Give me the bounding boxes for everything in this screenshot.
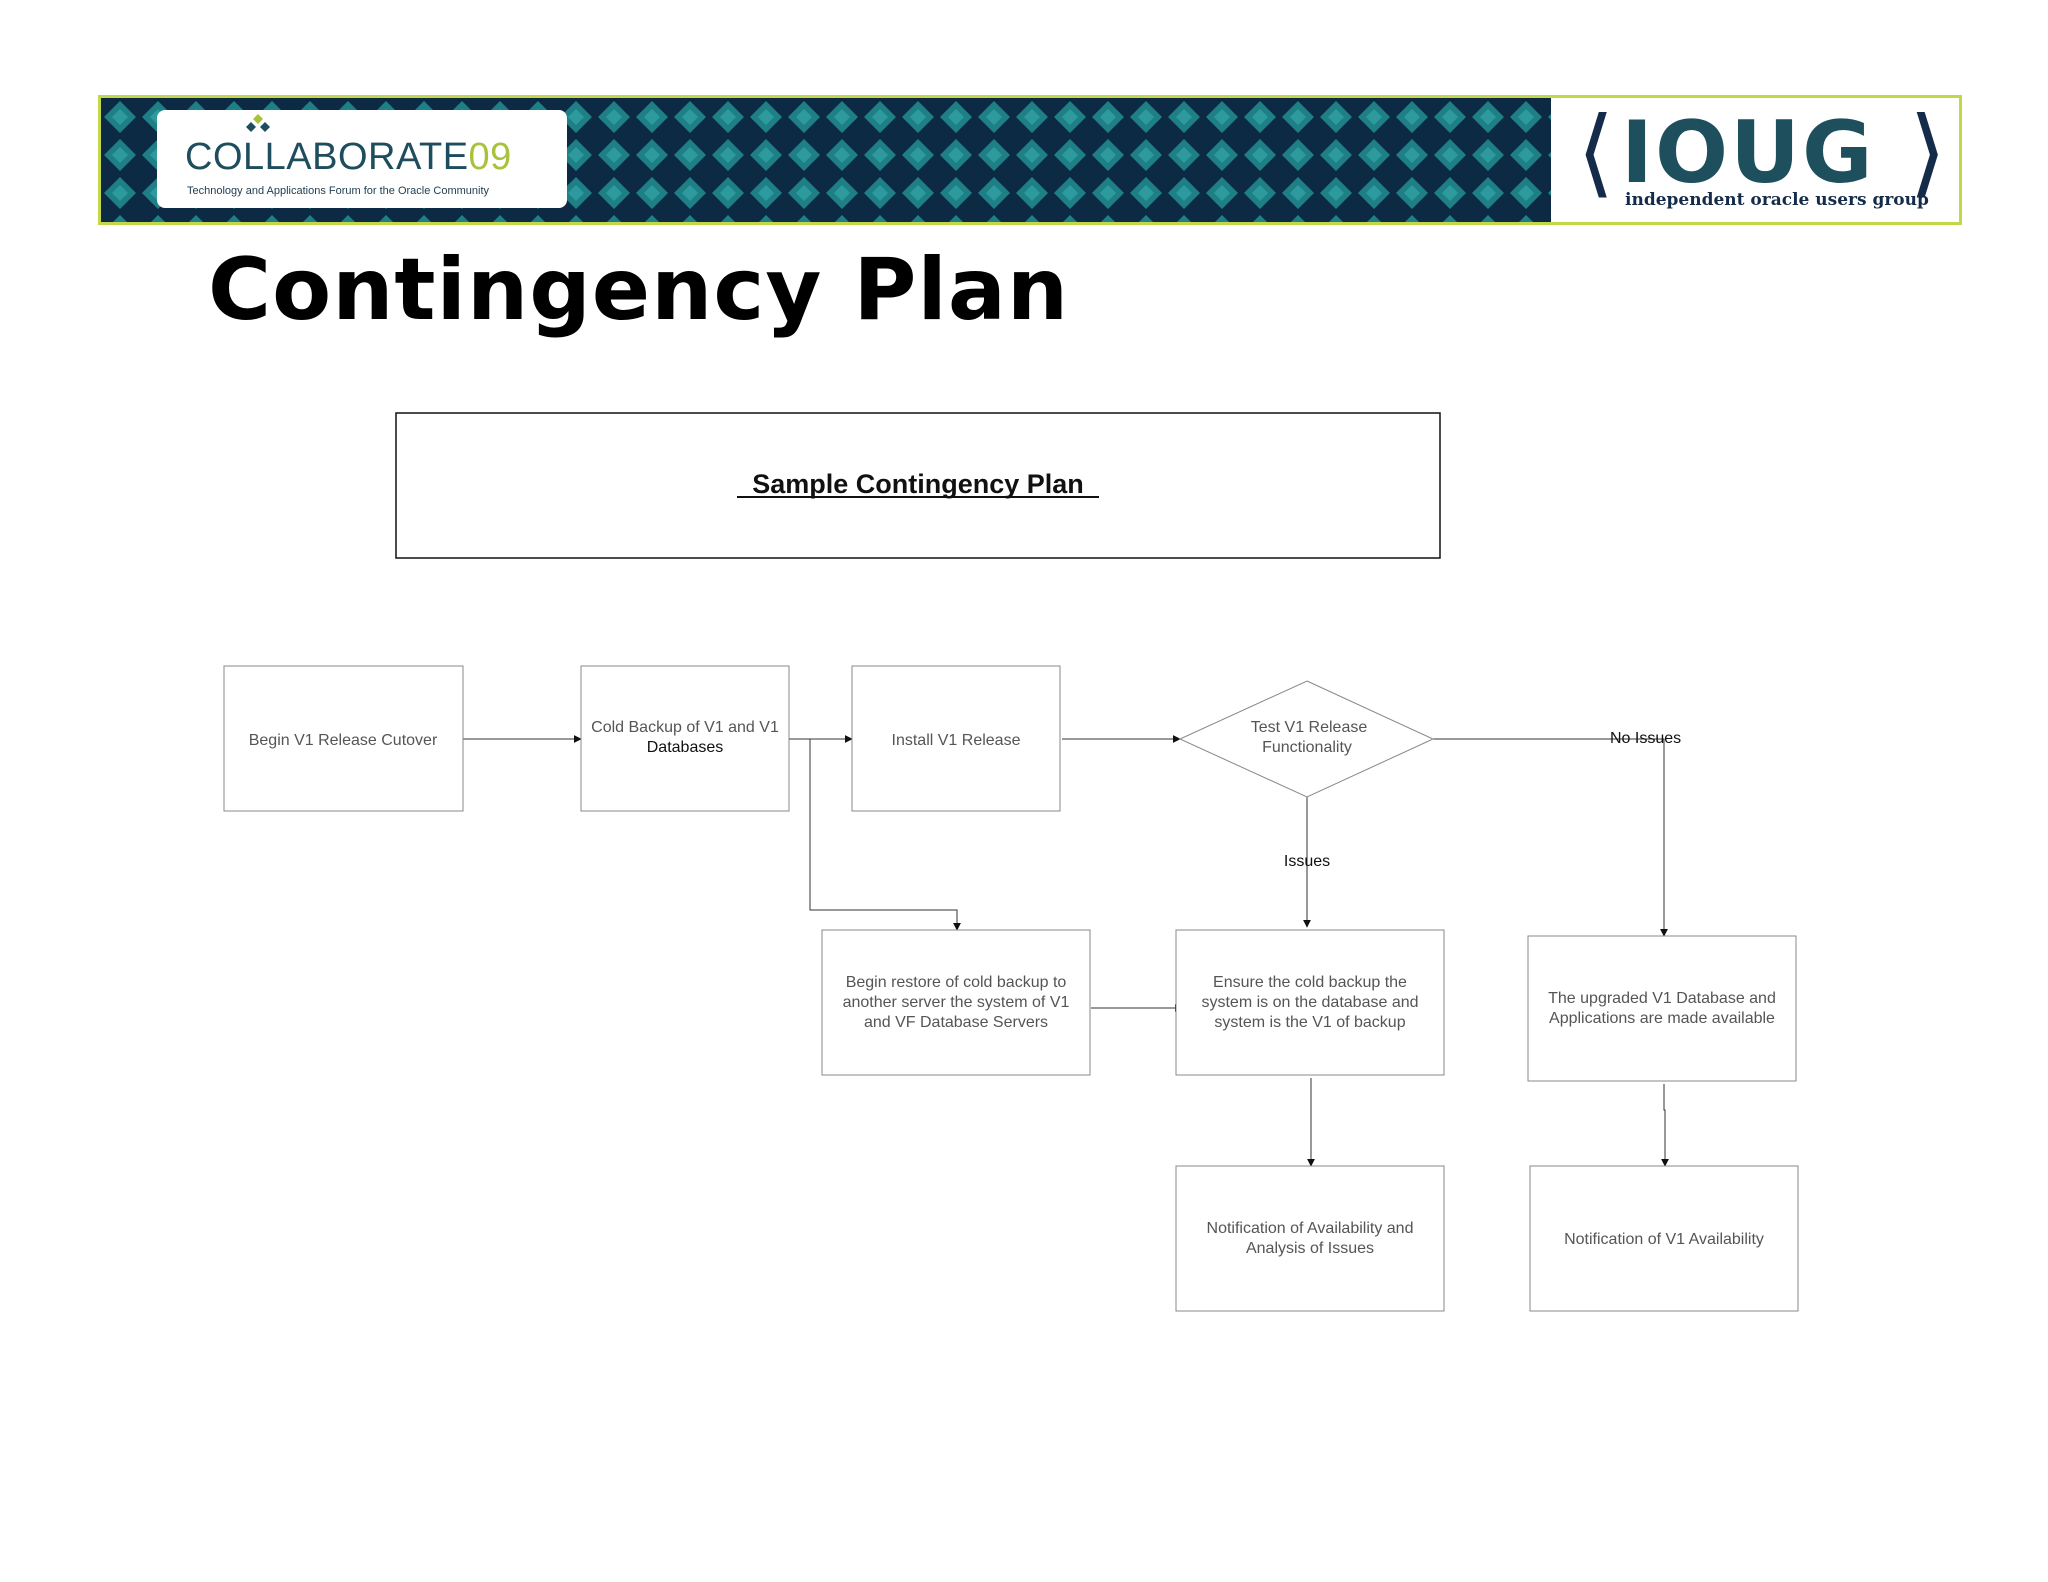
node-install: Install V1 Release (851, 665, 1061, 812)
node-notify-v1-line1: Notification of V1 Availability (1564, 1231, 1764, 1248)
diagram-heading: Sample Contingency Plan (752, 469, 1084, 499)
ioug-logo: ⟨ IOUG ⟩ independent oracle users group (1551, 96, 1959, 222)
node-test-line1: Test V1 Release (1251, 719, 1368, 736)
svg-text:system is on the database and: system is on the database and (1201, 994, 1418, 1011)
svg-text:Test V1 Release: Test V1 Release (1251, 719, 1368, 736)
svg-text:Notification of V1 Availabilit: Notification of V1 Availability (1564, 1231, 1764, 1248)
svg-text:Install V1 Release: Install V1 Release (892, 732, 1021, 749)
node-ensure-line1: Ensure the cold backup the (1213, 974, 1407, 991)
edge-upgraded-notify (1661, 1084, 1669, 1167)
svg-text:Notification of Availability a: Notification of Availability and (1207, 1220, 1414, 1237)
node-restore: Begin restore of cold backup to another … (821, 929, 1091, 1076)
node-install-line1: Install V1 Release (892, 732, 1021, 749)
node-begin: Begin V1 Release Cutover (223, 665, 464, 812)
node-ensure-line3: system is the V1 of backup (1214, 1014, 1405, 1031)
ioug-wordmark: IOUG (1621, 103, 1875, 203)
node-notify-issues-line1: Notification of Availability and (1207, 1220, 1414, 1237)
edge-backup-restore (809, 739, 961, 931)
node-upgraded: The upgraded V1 Database and Application… (1527, 935, 1797, 1082)
collaborate-logo: COLLABORATE09 Technology and Application… (157, 110, 567, 208)
header-banner: COLLABORATE09 Technology and Application… (98, 95, 1962, 225)
node-backup-line1: Cold Backup of V1 and V1 (591, 719, 779, 736)
svg-text:Begin restore of cold backup t: Begin restore of cold backup to (846, 974, 1067, 991)
ioug-bracket-left: ⟨ (1577, 96, 1615, 208)
node-backup-line2: Databases (647, 739, 724, 756)
node-upgraded-line1: The upgraded V1 Database and (1548, 990, 1776, 1007)
svg-text:Ensure the cold backup the: Ensure the cold backup the (1213, 974, 1407, 991)
edge-label-no-issues: No Issues (1610, 730, 1681, 747)
edge-test-noissues (1433, 738, 1668, 937)
svg-text:Cold Backup of V1 and V1: Cold Backup of V1 and V1 (591, 719, 779, 736)
svg-text:The upgraded V1 Database and: The upgraded V1 Database and (1548, 990, 1776, 1007)
node-test-line2: Functionality (1262, 739, 1352, 756)
node-ensure: Ensure the cold backup the system is on … (1175, 929, 1445, 1076)
logo-dots-icon (246, 114, 270, 132)
node-restore-line1: Begin restore of cold backup to (846, 974, 1067, 991)
svg-text:Analysis of Issues: Analysis of Issues (1246, 1240, 1374, 1257)
node-notify-issues: Notification of Availability and Analysi… (1175, 1165, 1445, 1312)
ioug-subtitle: independent oracle users group (1625, 190, 1929, 210)
svg-text:Functionality: Functionality (1262, 739, 1352, 756)
node-restore-line3: and VF Database Servers (864, 1014, 1048, 1031)
svg-text:system is the V1 of backup: system is the V1 of backup (1214, 1014, 1405, 1031)
node-notify-v1: Notification of V1 Availability (1529, 1165, 1799, 1312)
svg-text:Applications are made availabl: Applications are made available (1549, 1010, 1775, 1027)
node-restore-line2: another server the system of V1 (843, 994, 1070, 1011)
ioug-bracket-right: ⟩ (1909, 96, 1947, 208)
node-upgraded-line2: Applications are made available (1549, 1010, 1775, 1027)
node-begin-line1: Begin V1 Release Cutover (249, 732, 438, 749)
svg-text:Begin V1 Release Cutover: Begin V1 Release Cutover (249, 732, 438, 749)
svg-text:and VF Database Servers: and VF Database Servers (864, 1014, 1048, 1031)
diagram-heading-box: Sample Contingency Plan (395, 412, 1441, 559)
node-backup: Cold Backup of V1 and V1 Databases (580, 665, 790, 812)
page-title: Contingency Plan (208, 240, 1070, 340)
svg-text:Databases: Databases (647, 739, 724, 756)
svg-text:another server the system of V: another server the system of V1 (843, 994, 1070, 1011)
node-ensure-line2: system is on the database and (1201, 994, 1418, 1011)
node-test-decision: Test V1 Release Functionality (1178, 680, 1435, 798)
edge-label-issues: Issues (1284, 853, 1330, 870)
node-notify-issues-line2: Analysis of Issues (1246, 1240, 1374, 1257)
collaborate-wordmark: COLLABORATE09 (185, 136, 512, 178)
collaborate-tagline: Technology and Applications Forum for th… (187, 185, 490, 197)
